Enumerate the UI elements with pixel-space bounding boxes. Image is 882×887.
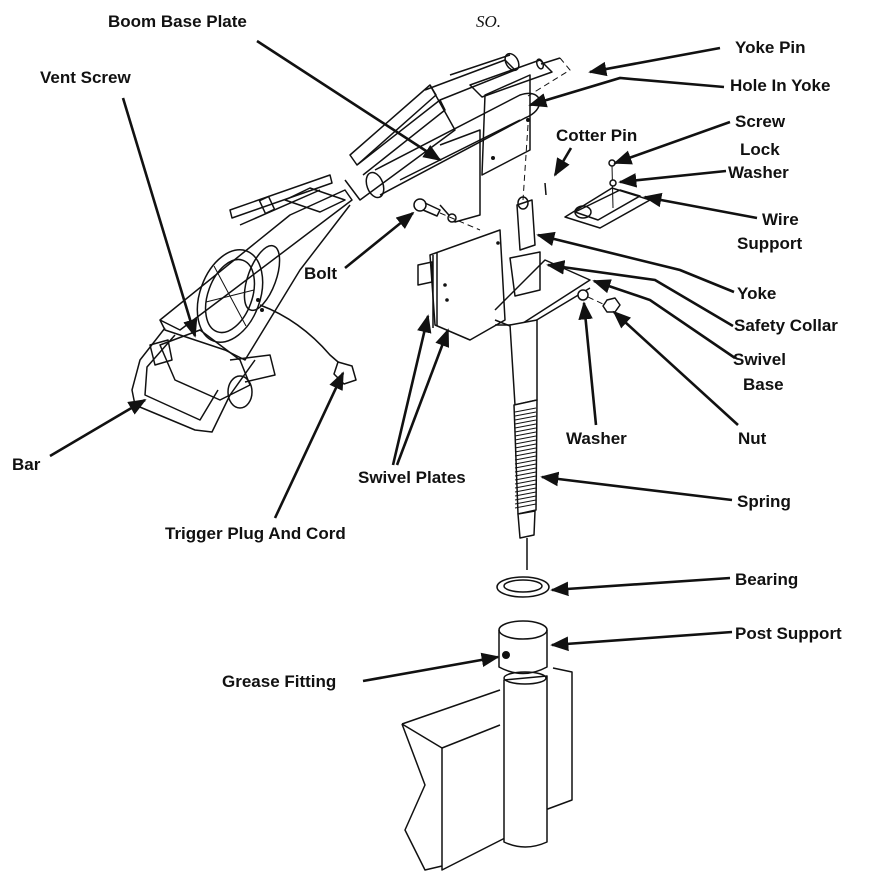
spring-coil: [514, 423, 537, 429]
spring-coil: [514, 487, 537, 493]
label-bearing: Bearing: [735, 570, 799, 589]
label-swivel-base-line2: Base: [743, 375, 784, 394]
spring-coil: [514, 431, 537, 437]
bearing-part: [496, 576, 550, 598]
label-boom-base-plate: Boom Base Plate: [108, 12, 247, 31]
label-wire-support-line1: Wire: [762, 210, 799, 229]
spring-coil: [514, 463, 537, 469]
spring-coil: [514, 471, 537, 477]
spring-coil: [514, 499, 537, 505]
label-bar: Bar: [12, 455, 41, 474]
spring-coil: [514, 411, 537, 417]
spring-coil: [514, 407, 537, 413]
label-screw: Screw: [735, 112, 786, 131]
spring-coil: [514, 439, 537, 445]
yoke-pin-part: [527, 57, 571, 97]
label-spring: Spring: [737, 492, 791, 511]
bolt-part: [413, 198, 481, 231]
label-swivel-base-line1: Swivel: [733, 350, 786, 369]
spring-coil: [514, 467, 537, 473]
label-hole-in-yoke: Hole In Yoke: [730, 76, 831, 95]
label-post-support: Post Support: [735, 624, 842, 643]
label-bolt: Bolt: [304, 264, 338, 283]
spring-coil: [514, 483, 537, 489]
boom: [344, 52, 553, 223]
label-washer: Washer: [566, 429, 627, 448]
spring-coil: [514, 427, 537, 433]
post-support-part: [498, 620, 548, 675]
spring-coil: [514, 503, 537, 509]
winch-assembly: [131, 174, 357, 433]
label-grease-fitting: Grease Fitting: [222, 672, 337, 691]
label-yoke-pin: Yoke Pin: [735, 38, 806, 57]
spring-coil: [514, 447, 537, 453]
spring-coil: [514, 419, 537, 425]
spring-coil: [514, 495, 537, 501]
spring-coil: [514, 459, 537, 465]
figure-marker: SO.: [476, 12, 502, 31]
label-swivel-plates: Swivel Plates: [358, 468, 466, 487]
label-nut: Nut: [738, 429, 767, 448]
yoke-part: [509, 196, 541, 297]
spring-column-part: [509, 319, 538, 570]
post-base-part: [401, 667, 573, 871]
spring-coil: [514, 435, 537, 441]
spring-coil: [514, 415, 537, 421]
wire-support-part: [564, 159, 651, 229]
cotter-pin-part: [544, 182, 547, 196]
swivel-plates-part: [417, 229, 506, 341]
leader-lines: [49, 39, 758, 683]
label-lock-washer-line1: Lock: [740, 140, 780, 159]
spring-coil: [514, 479, 537, 485]
spring-coil: [514, 455, 537, 461]
label-lock-washer-line2: Washer: [728, 163, 789, 182]
label-vent-screw: Vent Screw: [40, 68, 131, 87]
label-cotter-pin: Cotter Pin: [556, 126, 638, 145]
spring-coil: [514, 443, 537, 449]
label-safety-collar: Safety Collar: [734, 316, 838, 335]
label-trigger-plug-and-cord: Trigger Plug And Cord: [165, 524, 346, 543]
label-wire-support-line2: Support: [737, 234, 803, 253]
spring-coil: [514, 475, 537, 481]
spring-coil: [514, 451, 537, 457]
spring-coil: [514, 491, 537, 497]
label-yoke: Yoke: [737, 284, 777, 303]
